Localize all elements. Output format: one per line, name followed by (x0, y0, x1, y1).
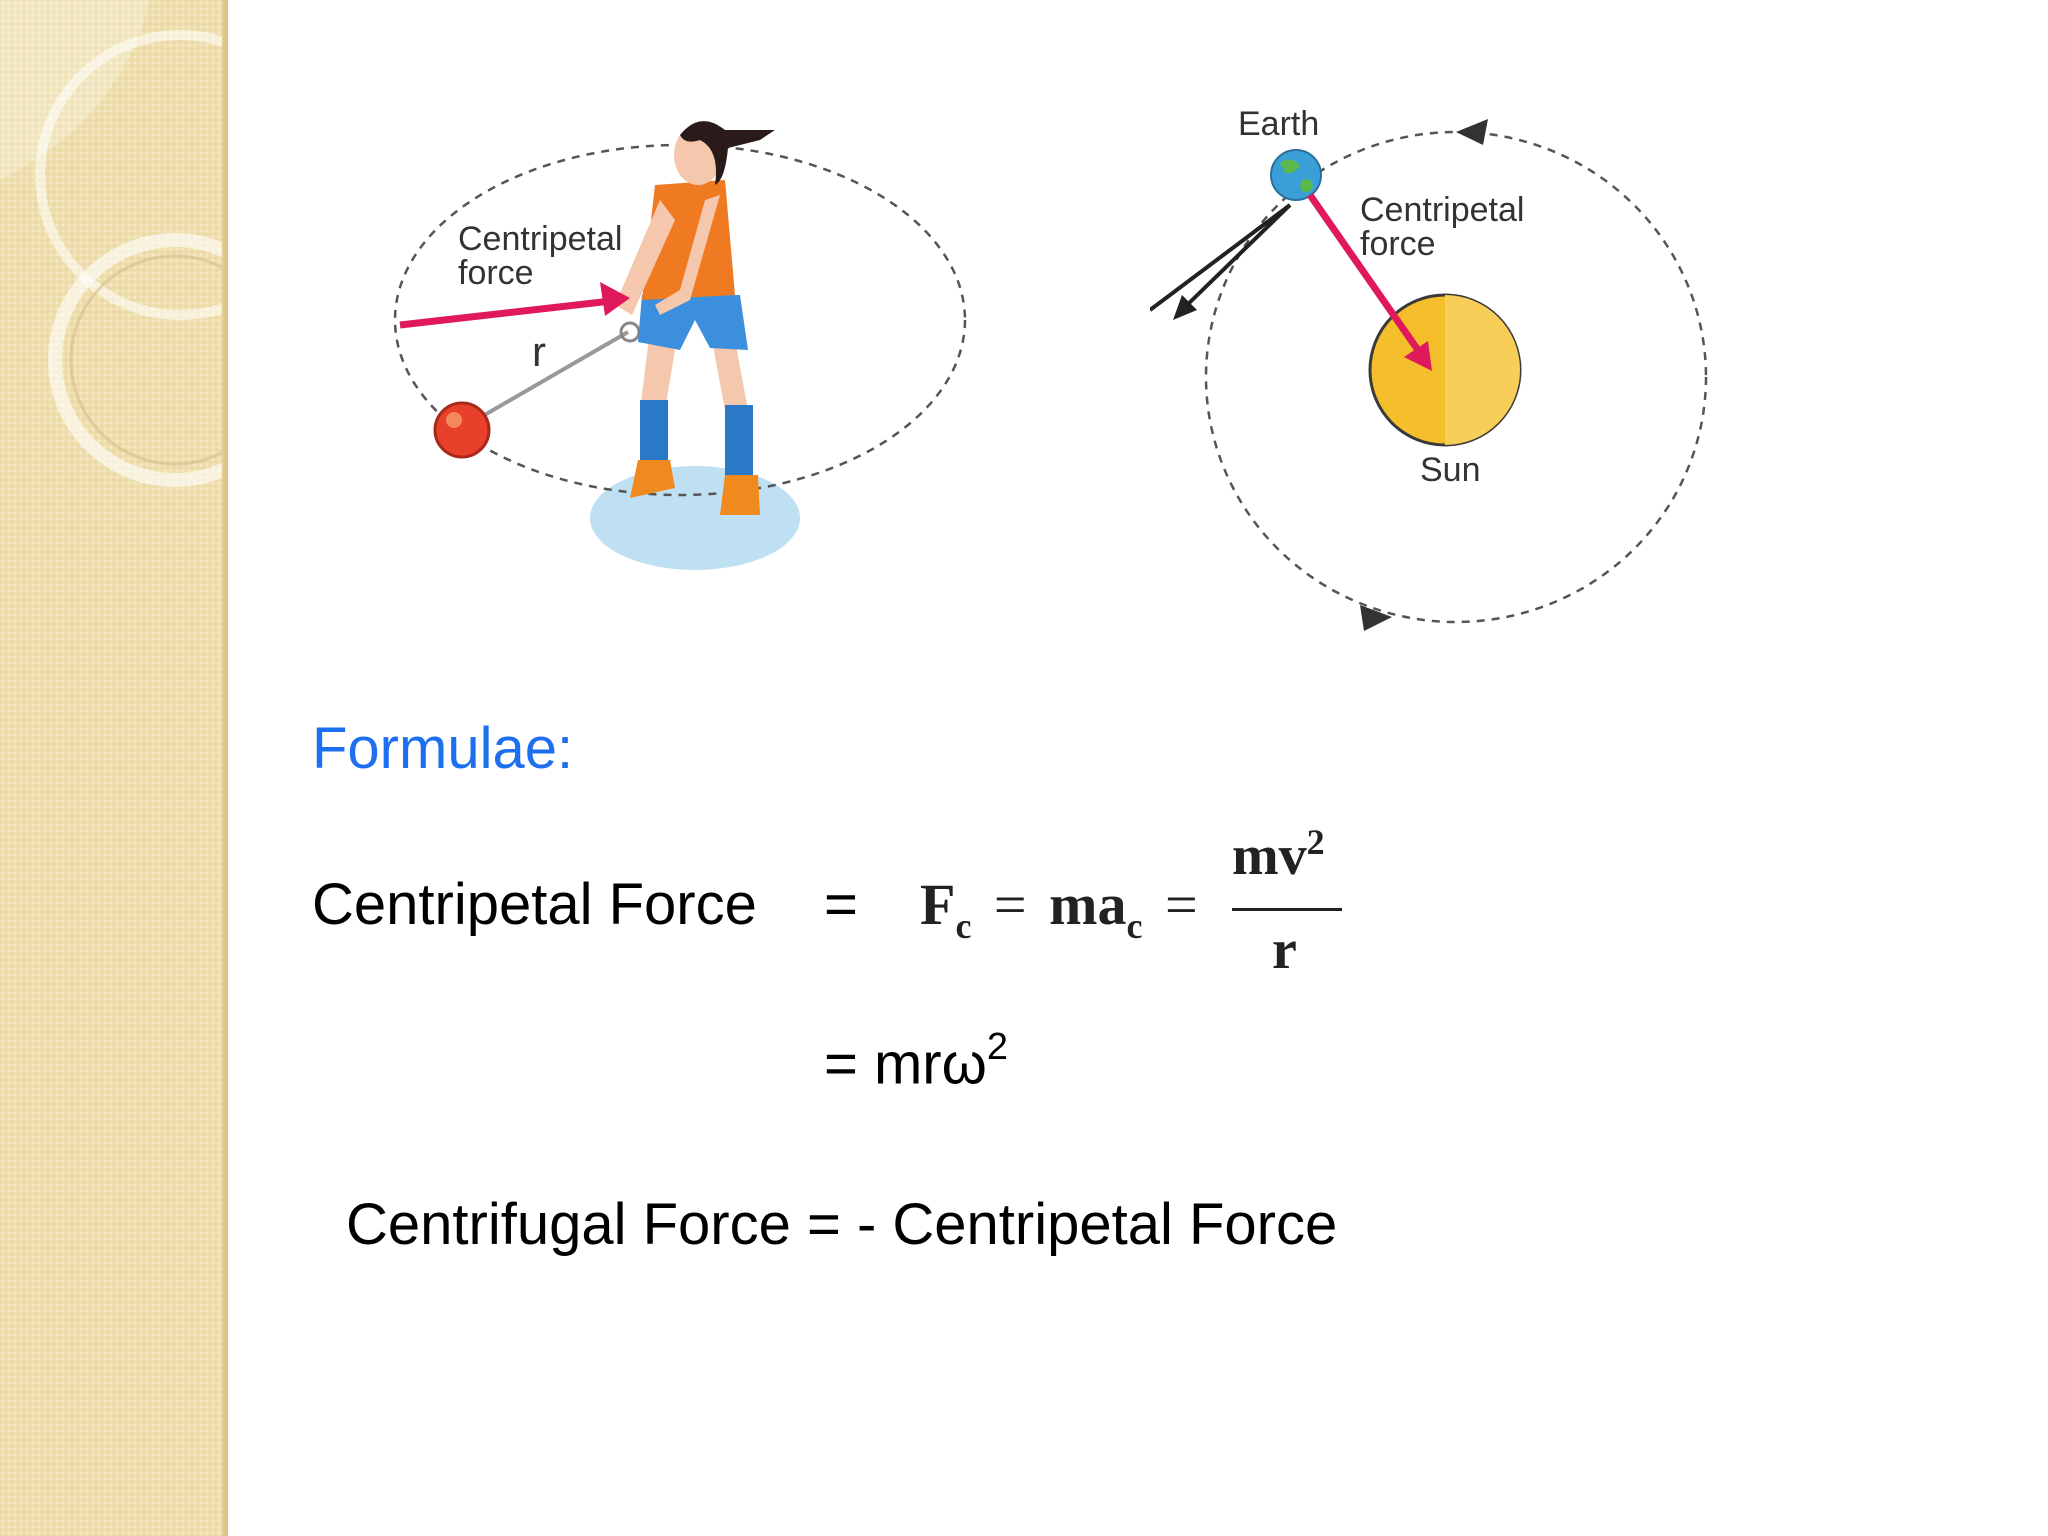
fraction-bar (1232, 908, 1342, 911)
numerator-text: mv (1232, 825, 1307, 887)
numerator-superscript: 2 (1306, 822, 1325, 862)
formula-mass-acceleration: ma (1049, 872, 1127, 937)
left-force-label: Centripetal force (458, 220, 623, 292)
formula-acceleration-subscript: c (1126, 906, 1143, 946)
decorative-sidebar (0, 0, 228, 1536)
hammer-throw-illustration (393, 121, 967, 570)
formula-numerator: mv2 (1232, 822, 1325, 892)
formula-denominator: r (1272, 919, 1297, 981)
earth-sun-diagram: Earth Centripetal force Sun (1148, 95, 1750, 655)
decorative-rings (0, 0, 228, 487)
omega-formula-text: = mrω (824, 1031, 987, 1097)
formula-equals-1: = (993, 872, 1027, 937)
omega-formula: = mrω2 (824, 1018, 1008, 1097)
sun-label: Sun (1420, 451, 1481, 489)
centrifugal-force-formula: Centrifugal Force = - Centripetal Force (346, 1192, 1338, 1257)
centripetal-force-label: Centripetal Force (312, 872, 757, 937)
centripetal-formula: Fc = mac = (920, 872, 1206, 946)
equals-sign: = (824, 872, 858, 937)
omega-superscript: 2 (986, 1026, 1009, 1068)
formula-force-symbol: F (920, 872, 956, 937)
right-force-label: Centripetal force (1360, 191, 1525, 263)
earth-label: Earth (1238, 105, 1320, 143)
formulae-heading: Formulae: (312, 716, 574, 781)
earth-sun-illustration (1148, 119, 1708, 631)
formula-force-subscript: c (955, 906, 972, 946)
formula-equals-2: = (1164, 872, 1198, 937)
radius-label: r (532, 328, 546, 375)
hammer-throw-diagram: Centripetal force r (380, 110, 980, 590)
